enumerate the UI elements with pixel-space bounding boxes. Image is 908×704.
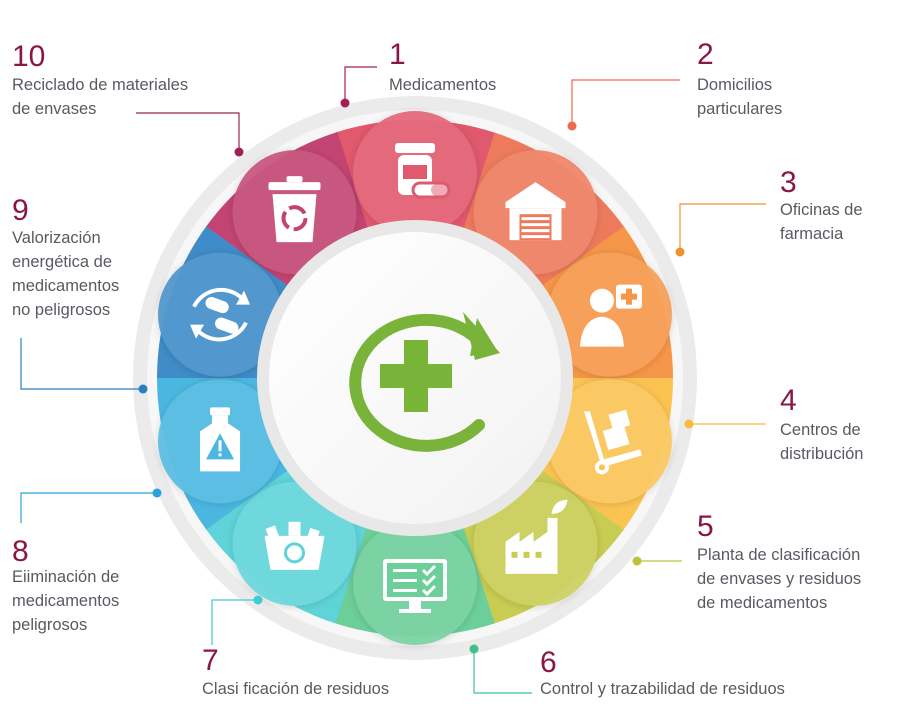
monitor-checklist-icon: [383, 559, 447, 613]
step-label-line: particulares: [697, 100, 783, 118]
leader-line-6: [473, 649, 532, 694]
leader-dot-10: [234, 147, 244, 157]
step-label-line: Planta de clasificación: [697, 546, 861, 564]
step-label-line: Clasi ficación de residuos: [202, 680, 390, 698]
trash-can-recycle-icon: [268, 176, 321, 243]
step-label-line: de envases y residuos: [697, 570, 862, 588]
step-number-4: 4: [780, 384, 797, 417]
leader-dot-8: [152, 488, 162, 498]
leader-dot-4: [684, 419, 694, 429]
step-number-6: 6: [540, 646, 557, 679]
leader-line-9: [20, 338, 143, 390]
leader-dot-2: [567, 121, 577, 131]
step-label-line: de medicamentos: [697, 594, 828, 612]
step-label-line: Reciclado de materiales: [12, 76, 189, 94]
step-number-3: 3: [780, 166, 797, 199]
factory-plant-icon: [505, 499, 568, 574]
step-label-5: Planta de clasificación de envases y resi…: [697, 543, 861, 615]
leader-line-2: [571, 79, 680, 126]
house-warehouse-icon: [505, 182, 566, 241]
step-label-line: Centros de: [780, 421, 861, 439]
step-number-8: 8: [12, 535, 29, 568]
step-label-9: Valorización energética de medicamentos no …: [12, 226, 119, 322]
pharmacist-icon: [579, 284, 642, 347]
ring-icons: [190, 143, 642, 613]
step-number-9: 9: [12, 194, 29, 227]
step-label-2: Domicilios particulares: [697, 73, 782, 121]
step-label-8: Eiiminación de medicamentos peligrosos: [12, 565, 119, 637]
leader-lines: [20, 66, 766, 694]
bubble-highlight-9: [158, 252, 283, 377]
step-label-line: peligrosos: [12, 616, 88, 634]
bubble-highlight-3: [547, 252, 672, 377]
step-label-line: Control y trazabilidad de residuos: [540, 680, 785, 698]
leader-line-1: [344, 66, 377, 103]
leader-line-8: [20, 492, 157, 523]
step-label-1: Medicamentos: [389, 73, 496, 97]
step-label-line: Eiiminación de: [12, 568, 120, 586]
step-label-line: de envases: [12, 100, 97, 118]
step-label-line: Medicamentos: [389, 76, 497, 94]
step-label-line: no peligrosos: [12, 301, 111, 319]
hazard-bottle-icon: [200, 407, 241, 472]
step-label-line: farmacia: [780, 225, 844, 243]
leader-dot-3: [675, 247, 685, 257]
leader-dot-7: [253, 595, 263, 605]
step-label-6: Control y trazabilidad de residuos: [540, 677, 785, 701]
hand-truck-icon: [583, 409, 642, 475]
step-label-line: medicamentos: [12, 592, 120, 610]
pill-bottle-capsule-icon: [395, 143, 451, 199]
step-number-1: 1: [389, 38, 406, 71]
leader-dot-1: [340, 98, 350, 108]
green-cross-recycle-arrow-icon: [349, 312, 500, 452]
leader-dot-6: [469, 644, 479, 654]
leader-line-3: [679, 203, 766, 252]
step-label-line: Domicilios: [697, 76, 773, 94]
leader-dot-5: [632, 556, 642, 566]
leader-line-10: [136, 112, 240, 152]
recycling-bin-icon: [264, 521, 325, 570]
capsules-recycle-icon: [190, 287, 251, 342]
leader-line-7: [211, 599, 258, 645]
bubble-step-9: [158, 252, 283, 377]
step-number-7: 7: [202, 644, 219, 677]
step-label-4: Centros de distribución: [780, 418, 863, 466]
step-label-line: distribución: [780, 445, 864, 463]
step-number-2: 2: [697, 38, 714, 71]
step-label-3: Oficinas de farmacia: [780, 198, 863, 246]
step-label-line: medicamentos: [12, 277, 120, 295]
bubble-step-3: [547, 252, 672, 377]
step-label-line: Valorización: [12, 229, 101, 247]
step-label-10: Reciclado de materiales de envases: [12, 73, 188, 121]
leader-dot-9: [138, 384, 148, 394]
step-label-line: energética de: [12, 253, 112, 271]
step-label-7: Clasi ficación de residuos: [202, 677, 389, 701]
step-number-10: 10: [12, 40, 46, 73]
step-label-line: Oficinas de: [780, 201, 863, 219]
step-number-5: 5: [697, 510, 714, 543]
